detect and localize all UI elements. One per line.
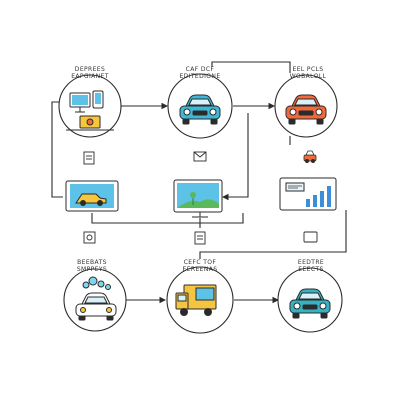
- node-2-label-line2: EDITEDIONE: [179, 73, 221, 80]
- node-5-label-line2: EEREENAS: [182, 266, 218, 273]
- connector-n2-n3-top: [211, 61, 291, 73]
- node-1-label-line1: DEPREES: [74, 66, 106, 73]
- monitor-landscape-icon: [173, 179, 223, 218]
- node-3-label-line2: WOBALOLL: [289, 73, 327, 80]
- node-1-label-line2: EAPGIANET: [71, 73, 109, 80]
- node-6-label-line1: EEDTRE: [297, 259, 325, 266]
- monitor-car-icon: [65, 180, 119, 212]
- computer-desk-icon: [66, 90, 114, 131]
- node-2-label: CAF DCF EDITEDIONE: [170, 66, 230, 80]
- node-4-label-line2: SMPPEYS: [76, 266, 108, 273]
- car-small-icon: [303, 150, 317, 163]
- connector-to-mid-monitor: [221, 113, 249, 201]
- connectors: [51, 61, 347, 304]
- node-2-label-line1: CAF DCF: [185, 66, 215, 73]
- node-6-label-line2: EEECTS: [298, 266, 324, 273]
- settings-small-icon: [83, 231, 96, 244]
- node-3-label: EEL PCLS WOBALOLL: [278, 66, 338, 80]
- node-4-label-line1: BEEBATS: [77, 259, 107, 266]
- clipboard-small-icon: [194, 231, 206, 245]
- blue-car-icon: [179, 94, 221, 125]
- node-1-label: DEPREES EAPGIANET: [60, 66, 120, 80]
- delivery-truck-icon: [175, 284, 217, 316]
- node-3-label-line1: EEL PCLS: [292, 66, 324, 73]
- node-6-label: EEDTRE EEECTS: [281, 259, 341, 273]
- node-4-label: BEEBATS SMPPEYS: [62, 259, 122, 273]
- connector-right-monitor: [199, 210, 347, 259]
- node-5-label: CEFC TOF EEREENAS: [170, 259, 230, 273]
- envelope-small-icon: [193, 151, 207, 162]
- white-car-bubbles-icon: [75, 276, 117, 321]
- window-small-icon: [303, 231, 318, 243]
- connector-n1-left: [51, 101, 63, 198]
- teal-car-icon: [289, 288, 331, 319]
- document-small-icon: [83, 151, 95, 165]
- node-5-label-line1: CEFC TOF: [183, 259, 217, 266]
- orange-car-icon: [285, 94, 327, 125]
- connector-left-monitor: [91, 213, 244, 224]
- bar-chart-board-icon: [279, 177, 337, 211]
